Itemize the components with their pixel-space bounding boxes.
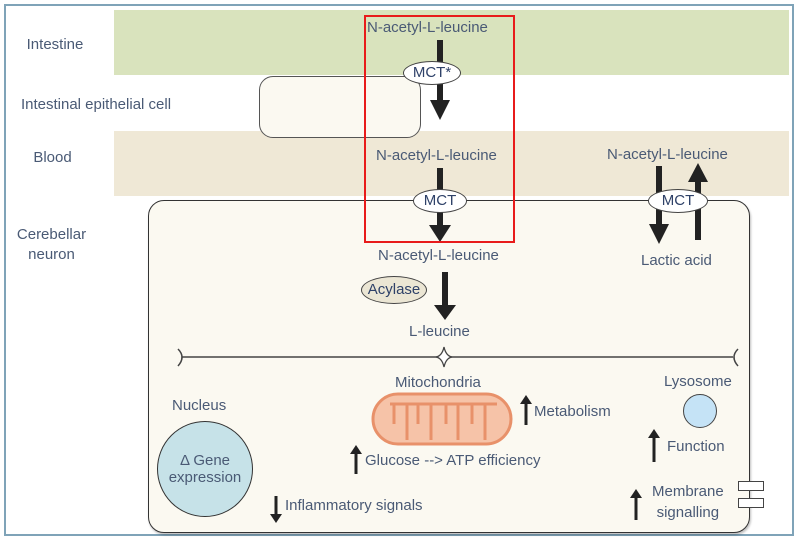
brace-right-end bbox=[733, 348, 739, 367]
highlight-box bbox=[364, 15, 515, 243]
molecule-neuron-nal: N-acetyl-L-leucine bbox=[378, 247, 499, 264]
arrow-up-membrane-icon bbox=[630, 489, 642, 520]
molecule-l-leucine: L-leucine bbox=[409, 323, 470, 340]
mitochondria-label: Mitochondria bbox=[395, 374, 481, 391]
arrowhead-right-down bbox=[649, 224, 669, 244]
mct-right-transporter: MCT bbox=[648, 189, 708, 213]
arrowhead-blood-to-neuron bbox=[429, 225, 451, 242]
molecule-intestine-nal: N-acetyl-L-leucine bbox=[367, 19, 488, 36]
mitochondria-icon bbox=[371, 392, 513, 446]
molecule-lactic-acid: Lactic acid bbox=[641, 252, 712, 269]
blood-band bbox=[114, 131, 789, 196]
brace-center-point bbox=[435, 346, 453, 368]
membrane-line2: signalling bbox=[656, 504, 720, 521]
figure-frame bbox=[4, 4, 794, 536]
nucleus-text-line2: expression bbox=[168, 469, 242, 486]
arrowhead-right-up bbox=[688, 163, 708, 182]
molecule-blood-nal-right: N-acetyl-L-leucine bbox=[607, 146, 728, 163]
label-neuron-line1: Cerebellar bbox=[16, 226, 87, 243]
effect-glucose-atp: Glucose --> ATP efficiency bbox=[365, 452, 541, 469]
arrowhead-nal-to-leucine bbox=[434, 305, 456, 320]
label-neuron-line2: neuron bbox=[28, 246, 75, 263]
mct-star-transporter: MCT* bbox=[403, 61, 461, 85]
label-intestine: Intestine bbox=[26, 36, 84, 53]
effect-metabolism: Metabolism bbox=[534, 403, 611, 420]
label-epithelial-cell: Intestinal epithelial cell bbox=[20, 96, 172, 113]
membrane-receptor-bottom bbox=[738, 498, 764, 508]
effect-inflammatory-signals: Inflammatory signals bbox=[285, 497, 423, 514]
nucleus-shape: Δ Gene expression bbox=[157, 421, 253, 517]
brace-left-end bbox=[177, 348, 183, 367]
arrow-up-metabolism-icon bbox=[520, 395, 532, 425]
arrow-down-inflammatory-icon bbox=[270, 496, 282, 523]
epithelial-cell-shape bbox=[259, 76, 421, 138]
arrow-up-function-icon bbox=[648, 429, 660, 462]
lysosome-label: Lysosome bbox=[664, 373, 732, 390]
nucleus-label: Nucleus bbox=[172, 397, 227, 414]
nucleus-text-line1: Δ Gene bbox=[179, 452, 231, 469]
arrow-up-glucose-icon bbox=[350, 445, 362, 474]
acylase-enzyme: Acylase bbox=[361, 276, 427, 304]
label-cerebellar-neuron: Cerebellar neuron bbox=[14, 225, 89, 265]
arrowhead-intestine-to-cell bbox=[430, 100, 450, 120]
membrane-line1: Membrane bbox=[652, 483, 724, 500]
effect-membrane-signalling: Membrane signalling bbox=[652, 481, 724, 523]
molecule-blood-nal-center: N-acetyl-L-leucine bbox=[376, 147, 497, 164]
lysosome-shape bbox=[683, 394, 717, 428]
mct-center-transporter: MCT bbox=[413, 189, 467, 213]
effect-function: Function bbox=[667, 438, 725, 455]
membrane-receptor-top bbox=[738, 481, 764, 491]
label-blood: Blood bbox=[33, 149, 72, 166]
